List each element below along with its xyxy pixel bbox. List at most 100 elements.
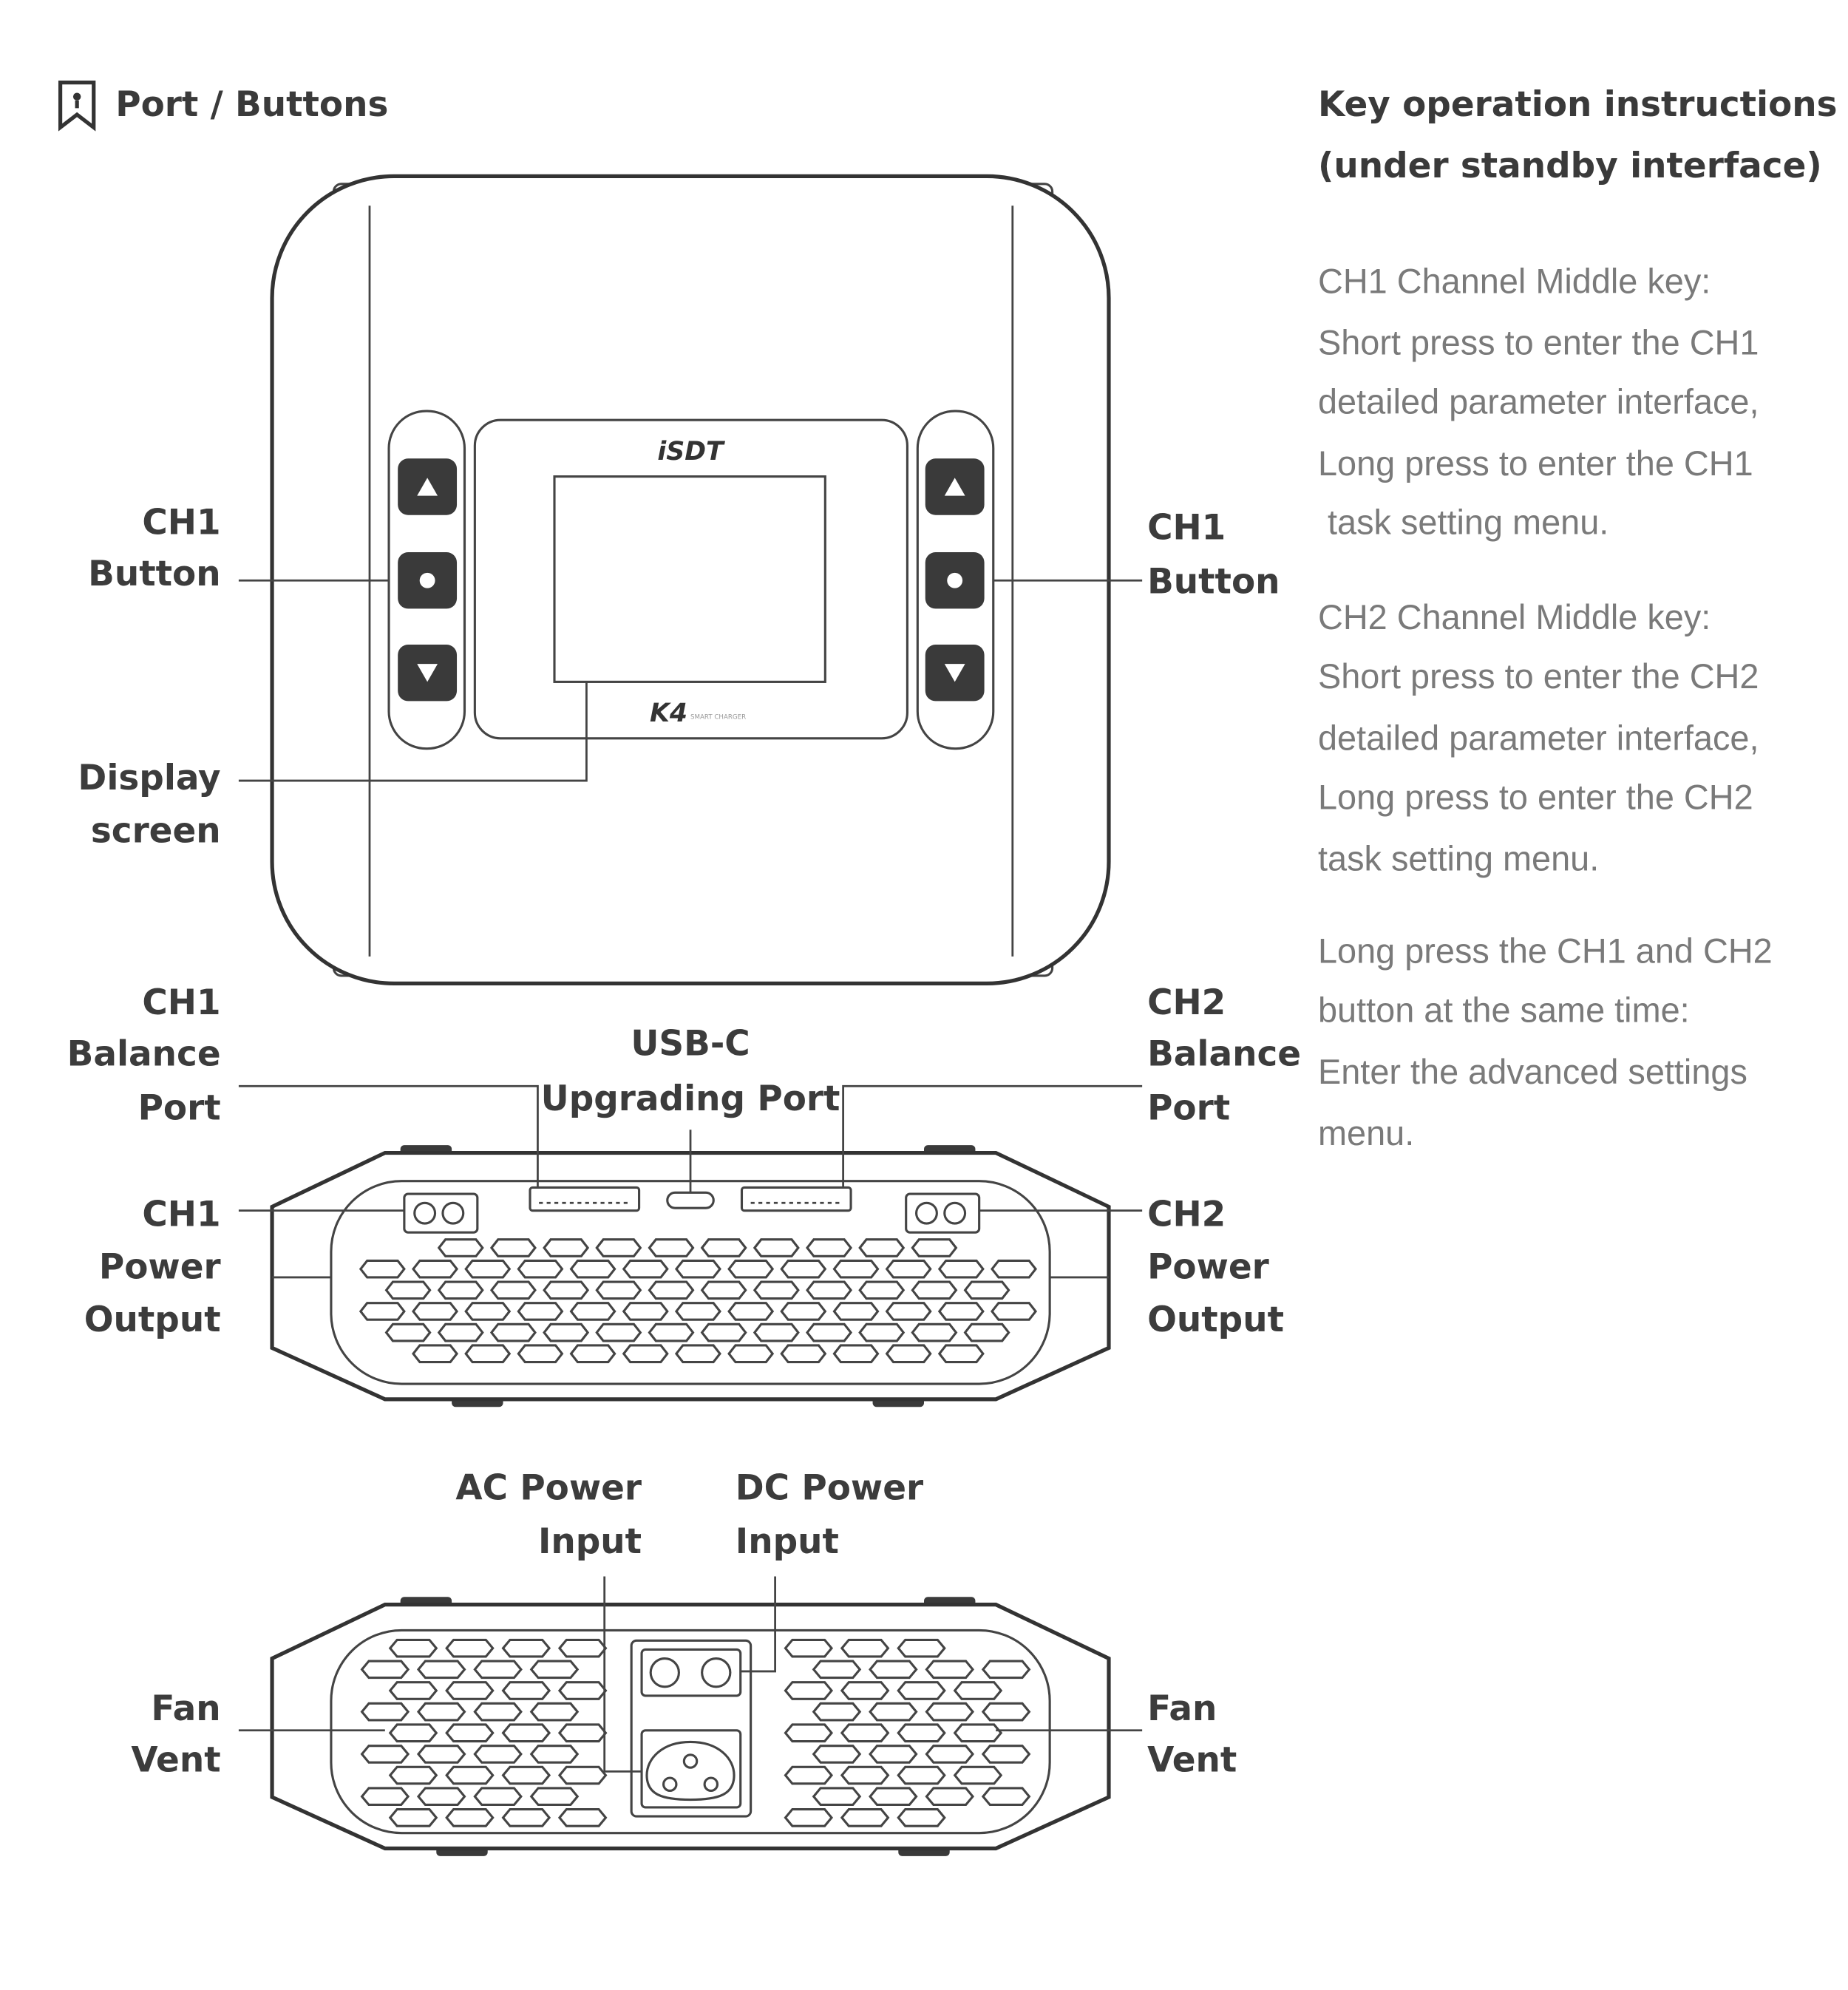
- vent-slot: [840, 1723, 890, 1743]
- svg-text:Vent: Vent: [1147, 1739, 1237, 1780]
- vent-slot: [727, 1302, 775, 1321]
- vent-slot: [445, 1681, 495, 1700]
- instruction-block-both: Long press the CH1 and CH2 button at the…: [1318, 932, 1773, 1153]
- bookmark-icon: [58, 81, 96, 132]
- vent-slot: [464, 1344, 512, 1364]
- svg-text:Display: Display: [78, 758, 220, 798]
- vent-slot: [501, 1681, 551, 1700]
- vent-slot: [869, 1702, 918, 1722]
- vent-slot: [700, 1280, 747, 1300]
- vent-slot: [674, 1344, 721, 1364]
- vent-slot: [911, 1322, 958, 1342]
- svg-text:CH2: CH2: [1147, 982, 1226, 1023]
- instruction-line: menu.: [1318, 1114, 1414, 1152]
- vent-slot: [557, 1808, 608, 1827]
- label-usb-c-port: USB-C Upgrading Port: [541, 1024, 840, 1193]
- vent-slot: [445, 1765, 495, 1785]
- vent-slot: [780, 1259, 827, 1279]
- vent-slot: [937, 1344, 985, 1364]
- vent-slot: [388, 1638, 438, 1658]
- ac-power-input-port: [640, 1729, 742, 1809]
- device-back-view: [270, 1597, 1111, 1856]
- label-ch1-button: CH1 Button: [88, 503, 390, 594]
- instruction-line: task setting menu.: [1318, 840, 1599, 878]
- instruction-line: CH2 Channel Middle key:: [1318, 598, 1711, 636]
- instruction-line: CH1 Channel Middle key:: [1318, 262, 1711, 300]
- vent-slot: [869, 1745, 918, 1764]
- vent-slot: [517, 1259, 564, 1279]
- vent-slot: [388, 1681, 438, 1700]
- vent-slot: [557, 1723, 608, 1743]
- vent-slot: [885, 1302, 932, 1321]
- vent-slot: [529, 1745, 580, 1764]
- svg-text:Output: Output: [84, 1300, 221, 1340]
- instructions-title: Key operation instructions: [1318, 84, 1838, 125]
- vent-slot: [727, 1259, 775, 1279]
- vent-slot: [784, 1638, 834, 1658]
- vent-slot: [543, 1280, 590, 1300]
- vent-slot: [981, 1660, 1031, 1680]
- instruction-block-ch2: CH2 Channel Middle key: Short press to e…: [1318, 598, 1759, 877]
- vent-slot: [963, 1322, 1010, 1342]
- instruction-line: Long press to enter the CH1: [1318, 444, 1753, 483]
- vent-slot: [897, 1723, 946, 1743]
- vent-slot: [412, 1302, 459, 1321]
- vent-slot: [416, 1660, 466, 1680]
- vent-slot: [557, 1765, 608, 1785]
- vent-slot: [812, 1787, 862, 1807]
- vent-slot: [674, 1302, 721, 1321]
- ch2-down-button: [925, 645, 985, 702]
- svg-text:DC Power: DC Power: [736, 1467, 923, 1508]
- vent-slot: [360, 1787, 410, 1807]
- brand-logo: iSDT: [657, 437, 725, 466]
- vent-slot: [517, 1344, 564, 1364]
- vent-slot: [543, 1238, 590, 1257]
- label-ch2-button: CH1 Button: [993, 508, 1280, 602]
- svg-text:CH1: CH1: [142, 982, 220, 1023]
- vent-slot: [412, 1344, 459, 1364]
- vent-slot: [806, 1280, 853, 1300]
- ch2-middle-button: [925, 552, 985, 609]
- vent-slot: [812, 1660, 862, 1680]
- instruction-line: Short press to enter the CH1: [1318, 324, 1759, 362]
- ch2-up-button: [925, 458, 985, 515]
- instructions-subtitle: (under standby interface): [1318, 146, 1822, 186]
- vent-slot: [569, 1344, 616, 1364]
- instruction-line: Long press the CH1 and CH2: [1318, 932, 1773, 971]
- ch1-middle-button: [398, 552, 458, 609]
- ch2-balance-port: [740, 1186, 852, 1212]
- vent-slot: [473, 1660, 523, 1680]
- label-display-screen: Display screen: [78, 682, 588, 851]
- vent-slot: [700, 1322, 747, 1342]
- vent-slot: [489, 1322, 537, 1342]
- label-ch1-power-output: CH1 Power Output: [84, 1195, 404, 1340]
- vent-slot: [359, 1259, 406, 1279]
- svg-text:Fan: Fan: [151, 1688, 220, 1729]
- vent-slot: [648, 1322, 695, 1342]
- vent-slot: [517, 1302, 564, 1321]
- vent-slot: [858, 1280, 906, 1300]
- vent-slot: [445, 1638, 495, 1658]
- instruction-line: task setting menu.: [1318, 503, 1608, 542]
- vent-slot: [648, 1280, 695, 1300]
- vent-slot: [925, 1702, 975, 1722]
- vent-slot: [529, 1702, 580, 1722]
- vent-slot: [753, 1238, 800, 1257]
- svg-text:Fan: Fan: [1147, 1688, 1217, 1729]
- vent-slot: [412, 1259, 459, 1279]
- vent-slot: [953, 1723, 1003, 1743]
- svg-text:Power: Power: [99, 1247, 221, 1288]
- svg-text:Button: Button: [1147, 562, 1280, 602]
- vent-slot: [832, 1344, 880, 1364]
- ch1-balance-port: [529, 1186, 641, 1212]
- svg-text:Balance: Balance: [67, 1033, 221, 1074]
- vent-slot: [622, 1302, 669, 1321]
- instruction-line: button at the same time:: [1318, 991, 1690, 1029]
- vent-slot: [780, 1344, 827, 1364]
- vent-slot: [437, 1238, 484, 1257]
- vent-slot: [753, 1280, 800, 1300]
- vent-slot: [897, 1681, 946, 1700]
- back-vent-grid: [360, 1638, 1031, 1827]
- vent-slot: [981, 1745, 1031, 1764]
- instruction-block-ch1: CH1 Channel Middle key: Short press to e…: [1318, 262, 1759, 541]
